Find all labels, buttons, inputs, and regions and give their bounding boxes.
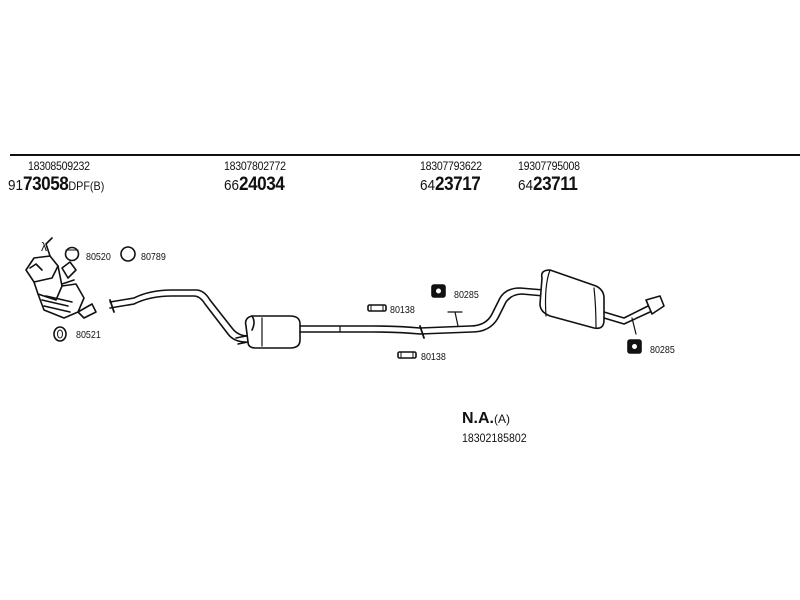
part-ref-front-silencer: 18307802772 <box>224 159 286 173</box>
hanger-80285-top-label: 80285 <box>454 289 479 301</box>
part-prefix: 64 <box>420 177 436 194</box>
ring-80789-label: 80789 <box>141 251 166 263</box>
part-ref-catalyst: 18308509232 <box>28 159 90 173</box>
part-main-number: 23717 <box>435 174 481 195</box>
part-main-number: 73058 <box>23 174 69 195</box>
part-main-number: 23711 <box>533 174 578 195</box>
na-title-suffix: (A) <box>494 412 510 426</box>
part-ref-rear-silencer: 19307795008 <box>518 159 580 173</box>
top-rule <box>10 154 800 156</box>
clamp-80138-bottom-icon <box>397 351 417 359</box>
part-number-rear-silencer: 6423711 <box>518 174 578 195</box>
hanger-80285-rear-label: 80285 <box>650 344 675 356</box>
part-number-center-pipe: 6423717 <box>420 174 481 195</box>
part-main-number: 24034 <box>239 174 285 195</box>
part-ref-center-pipe: 18307793622 <box>420 159 482 173</box>
ring-80521-icon <box>53 326 67 342</box>
ring-80521-label: 80521 <box>76 329 101 341</box>
clamp-80520-icon <box>64 246 80 262</box>
lambda-symbol: λ <box>41 240 47 254</box>
clamp-80138-bottom-label: 80138 <box>421 351 446 363</box>
front-pipe <box>109 289 249 343</box>
part-prefix: 91 <box>8 177 24 194</box>
na-ref: 18302185802 <box>462 431 527 445</box>
na-block: N.A.(A) 18302185802 <box>462 410 535 445</box>
intermediate-pipe <box>299 325 421 335</box>
hanger-80285-rear-icon <box>627 339 642 354</box>
na-title: N.A.(A) <box>462 410 535 428</box>
clamp-80520-label: 80520 <box>86 251 111 263</box>
part-number-front-silencer: 6624034 <box>224 174 285 195</box>
part-prefix: 64 <box>518 177 534 194</box>
hanger-80285-top-icon <box>431 284 446 298</box>
na-title-text: N.A. <box>462 410 494 427</box>
lambda-sensor-wire <box>45 237 53 257</box>
part-prefix: 66 <box>224 177 240 194</box>
ring-80789-icon <box>120 246 136 262</box>
catalyst-dpf-part <box>25 255 97 319</box>
part-suffix: DPF(B) <box>68 179 105 193</box>
tail-pipe <box>603 295 665 335</box>
part-number-catalyst: 9173058DPF(B) <box>8 175 104 194</box>
clamp-80138-top-label: 80138 <box>390 304 415 316</box>
clamp-80138-top-icon <box>367 304 387 312</box>
center-pipe <box>419 287 545 339</box>
rear-silencer <box>539 269 605 330</box>
front-silencer <box>235 315 301 349</box>
